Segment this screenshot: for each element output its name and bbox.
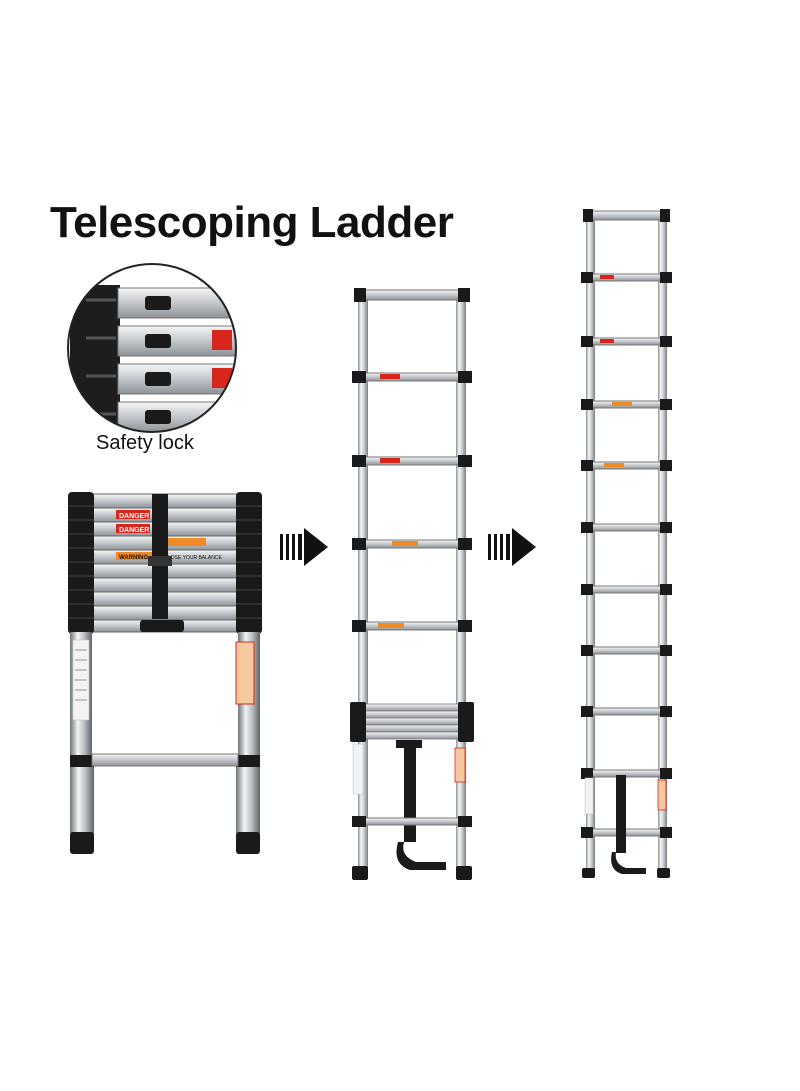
danger-label: DANGER <box>119 513 149 520</box>
rung <box>352 455 472 467</box>
collapsed-ladder: DANGER DANGER WARNING LOSE YOUR BALANCE <box>68 492 262 854</box>
warning-label: WARNING <box>119 555 148 561</box>
rung <box>352 538 472 550</box>
page-title: Telescoping Ladder <box>50 198 454 247</box>
balance-label: LOSE YOUR BALANCE <box>168 555 222 561</box>
rung <box>581 336 672 347</box>
rung <box>581 399 672 410</box>
fully-extended-ladder <box>581 209 672 878</box>
arrow-right-icon <box>280 528 328 566</box>
rung <box>581 460 672 471</box>
rung <box>581 706 672 717</box>
rung <box>581 584 672 595</box>
arrow-right-icon <box>488 528 536 566</box>
rung <box>352 371 472 383</box>
rung <box>581 272 672 283</box>
rung <box>581 522 672 533</box>
partially-extended-ladder <box>350 288 474 880</box>
rung <box>581 645 672 656</box>
rung <box>581 768 672 779</box>
rung <box>581 827 672 838</box>
rung <box>352 620 472 632</box>
danger-label: DANGER <box>119 527 149 534</box>
collapsed-rung-stack <box>350 702 474 742</box>
collapsed-rung-stack: DANGER DANGER WARNING LOSE YOUR BALANCE <box>68 492 262 634</box>
safety-lock-caption: Safety lock <box>96 432 194 454</box>
safety-lock-inset <box>67 263 237 433</box>
